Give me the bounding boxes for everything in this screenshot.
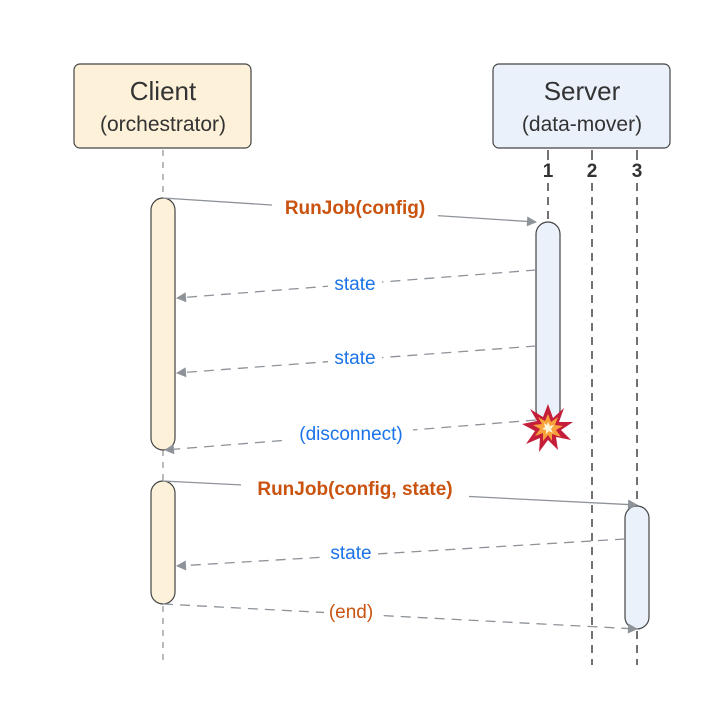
message-arrow-end xyxy=(162,603,638,634)
explosion-icon xyxy=(522,404,573,452)
client-activation-1 xyxy=(150,197,176,451)
server-3-activation xyxy=(624,505,650,630)
server-instance-3: 3 xyxy=(632,161,643,182)
message-label-state-2: state xyxy=(334,348,375,369)
message-arrow-disconnect xyxy=(164,419,537,455)
message-label-state-1: state xyxy=(334,274,375,295)
message-label-runjob-config-state: RunJob(config, state) xyxy=(257,479,452,500)
message-arrow-state-1 xyxy=(176,269,537,303)
message-label-state-3: state xyxy=(330,543,371,564)
message-label-end: (end) xyxy=(329,602,373,623)
client-participant[interactable]: Client (orchestrator) xyxy=(73,63,252,149)
message-label-disconnect: (disconnect) xyxy=(299,424,403,445)
server-participant[interactable]: Server (data-mover) xyxy=(492,63,671,149)
message-arrow-state-3 xyxy=(176,538,626,571)
server-instance-1: 1 xyxy=(543,161,554,182)
server-1-activation xyxy=(535,221,561,423)
message-label-runjob-config: RunJob(config) xyxy=(285,198,425,219)
client-activation-2 xyxy=(150,480,176,605)
server-title: Server xyxy=(544,76,621,106)
server-subtitle: (data-mover) xyxy=(522,113,642,136)
client-subtitle: (orchestrator) xyxy=(100,113,226,136)
message-arrow-state-2 xyxy=(176,345,537,378)
client-title: Client xyxy=(130,76,197,106)
server-instance-2: 2 xyxy=(587,161,598,182)
